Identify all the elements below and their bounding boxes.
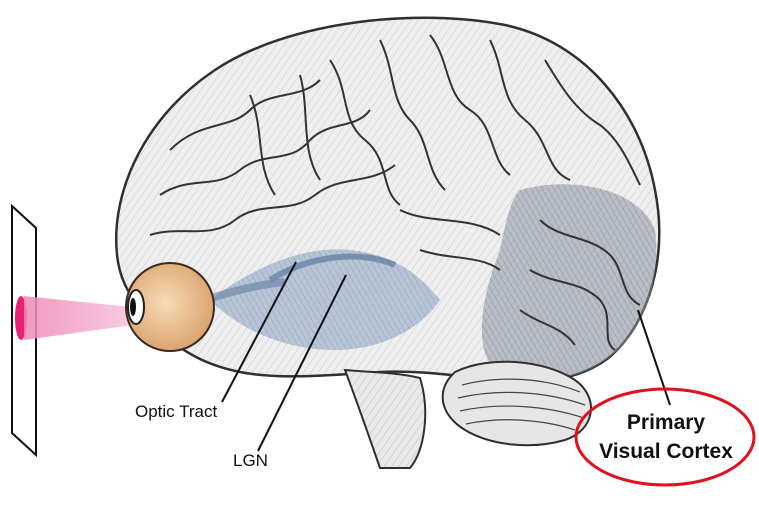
lgn-label: LGN bbox=[233, 451, 268, 471]
primary-visual-cortex-label-line1: Primary bbox=[583, 408, 749, 437]
eye-pupil bbox=[130, 298, 136, 316]
light-beam bbox=[24, 296, 140, 340]
primary-visual-cortex-label: Primary Visual Cortex bbox=[583, 408, 749, 466]
optic-tract-label: Optic Tract bbox=[135, 402, 217, 422]
brainstem-texture bbox=[345, 370, 425, 468]
brain bbox=[116, 18, 659, 468]
primary-visual-cortex-label-line2: Visual Cortex bbox=[583, 437, 749, 466]
eye bbox=[126, 263, 214, 351]
